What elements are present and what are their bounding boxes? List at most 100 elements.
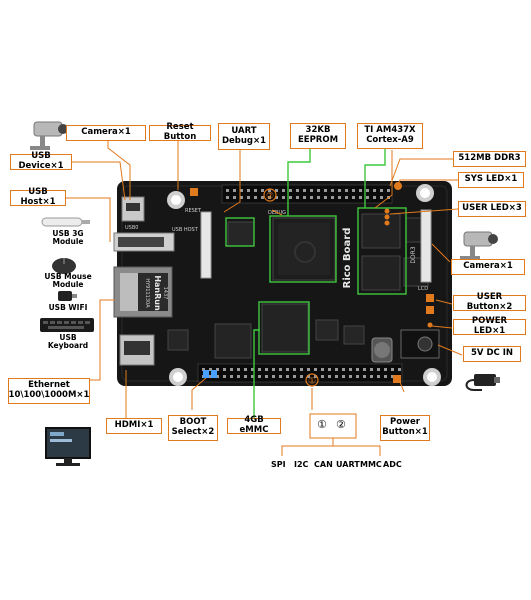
- header-pin: [233, 196, 236, 199]
- header-pin: [237, 368, 240, 371]
- top-pin-header: [222, 185, 392, 203]
- header-pin: [366, 196, 369, 199]
- header-pin: [342, 368, 345, 371]
- keyboard-icon: [40, 318, 94, 332]
- header-pin: [356, 375, 359, 378]
- hdmi-label: HDMI×1: [106, 418, 162, 434]
- ethernet-label: Ethernet 10\100\1000M×1: [8, 378, 90, 404]
- header-pin: [345, 196, 348, 199]
- header-pin: [286, 375, 289, 378]
- header-pin: [226, 196, 229, 199]
- header-pin: [359, 196, 362, 199]
- header-pin: [384, 368, 387, 371]
- header-pin: [349, 375, 352, 378]
- header-pin: [363, 368, 366, 371]
- reset-button-label: Reset Button: [149, 125, 211, 141]
- bus-adc: ADC: [383, 460, 402, 469]
- header-pin: [377, 368, 380, 371]
- ddr-silk: DDR3: [410, 246, 417, 263]
- header-pin: [342, 375, 345, 378]
- header-pin: [286, 368, 289, 371]
- header-pin: [380, 189, 383, 192]
- header-pin: [349, 368, 352, 371]
- header-pin: [233, 189, 236, 192]
- header-pin: [258, 375, 261, 378]
- user-button-label: USER Button×2: [453, 295, 526, 311]
- header-pin: [300, 368, 303, 371]
- header-pin: [237, 375, 240, 378]
- header-pin: [321, 368, 324, 371]
- header-pin: [363, 375, 366, 378]
- header-pin: [387, 189, 390, 192]
- usb-dongle-icon: [42, 218, 90, 226]
- boot-select-label: BOOT Select×2: [168, 415, 218, 441]
- header-pin: [279, 375, 282, 378]
- header-pin: [254, 196, 257, 199]
- expansion-bracket: [282, 414, 380, 456]
- header-pin: [293, 375, 296, 378]
- header-pin: [314, 368, 317, 371]
- header-pin: [370, 375, 373, 378]
- header-pin: [254, 189, 257, 192]
- header-pin: [317, 189, 320, 192]
- emmc-chip: [262, 304, 308, 352]
- header-pin: [356, 368, 359, 371]
- header-pin: [303, 189, 306, 192]
- header-pin: [366, 189, 369, 192]
- header-pin: [328, 368, 331, 371]
- usb-device-connector: [122, 197, 144, 221]
- header-pin: [328, 375, 331, 378]
- usb-host-label: USB Host×1: [10, 190, 66, 206]
- header-pin: [380, 196, 383, 199]
- user-led-label: USER LED×3: [458, 201, 526, 217]
- header-pin: [230, 368, 233, 371]
- header-pin: [265, 368, 268, 371]
- header-pin: [338, 189, 341, 192]
- header-pin: [296, 196, 299, 199]
- header-pin: [352, 189, 355, 192]
- header-pin: [331, 189, 334, 192]
- header-pin: [230, 375, 233, 378]
- cpu-chip: [273, 218, 335, 280]
- header-pin: [258, 368, 261, 371]
- header-pin: [244, 375, 247, 378]
- header-pin: [282, 196, 285, 199]
- ddr3-label: 512MB DDR3: [453, 151, 526, 167]
- header-pin: [272, 375, 275, 378]
- header-pin: [226, 189, 229, 192]
- camera-top-label: Camera×1: [66, 125, 146, 141]
- bus-mmc: MMC: [360, 460, 382, 469]
- usb-3g-module-label: USB 3G Module: [38, 230, 98, 247]
- reset-silk: RESET: [185, 208, 202, 214]
- header-pin: [324, 196, 327, 199]
- eeprom-label: 32KB EEPROM: [290, 123, 346, 149]
- header-pin: [261, 189, 264, 192]
- usb-host-silk: USB HOST: [172, 227, 199, 233]
- power-led-label: POWER LED×1: [453, 319, 526, 335]
- header-pin: [279, 368, 282, 371]
- header-pin: [289, 189, 292, 192]
- header-pin: [370, 368, 373, 371]
- header-pin: [289, 196, 292, 199]
- security-camera-icon: [460, 232, 498, 260]
- header-pin: [223, 375, 226, 378]
- header-pin: [373, 196, 376, 199]
- header-pin: [398, 368, 401, 371]
- usb-mouse-module-label: USB Mouse Module: [32, 273, 104, 290]
- power-adapter-icon: [467, 374, 501, 390]
- sys-led-label: SYS LED×1: [458, 172, 524, 188]
- usb0-silk: USB0: [125, 225, 138, 231]
- header-pin: [247, 196, 250, 199]
- jack-part-silk: HY911130A: [144, 278, 150, 308]
- header-pin: [335, 368, 338, 371]
- hdmi-connector: [120, 335, 154, 365]
- header-pin: [377, 375, 380, 378]
- security-camera-icon: [30, 122, 68, 150]
- header-pin: [244, 368, 247, 371]
- header-pin: [310, 196, 313, 199]
- header-pin: [317, 196, 320, 199]
- usb-wifi-icon: [58, 291, 77, 301]
- bottom-pin-header: [198, 364, 402, 382]
- header-pin: [272, 368, 275, 371]
